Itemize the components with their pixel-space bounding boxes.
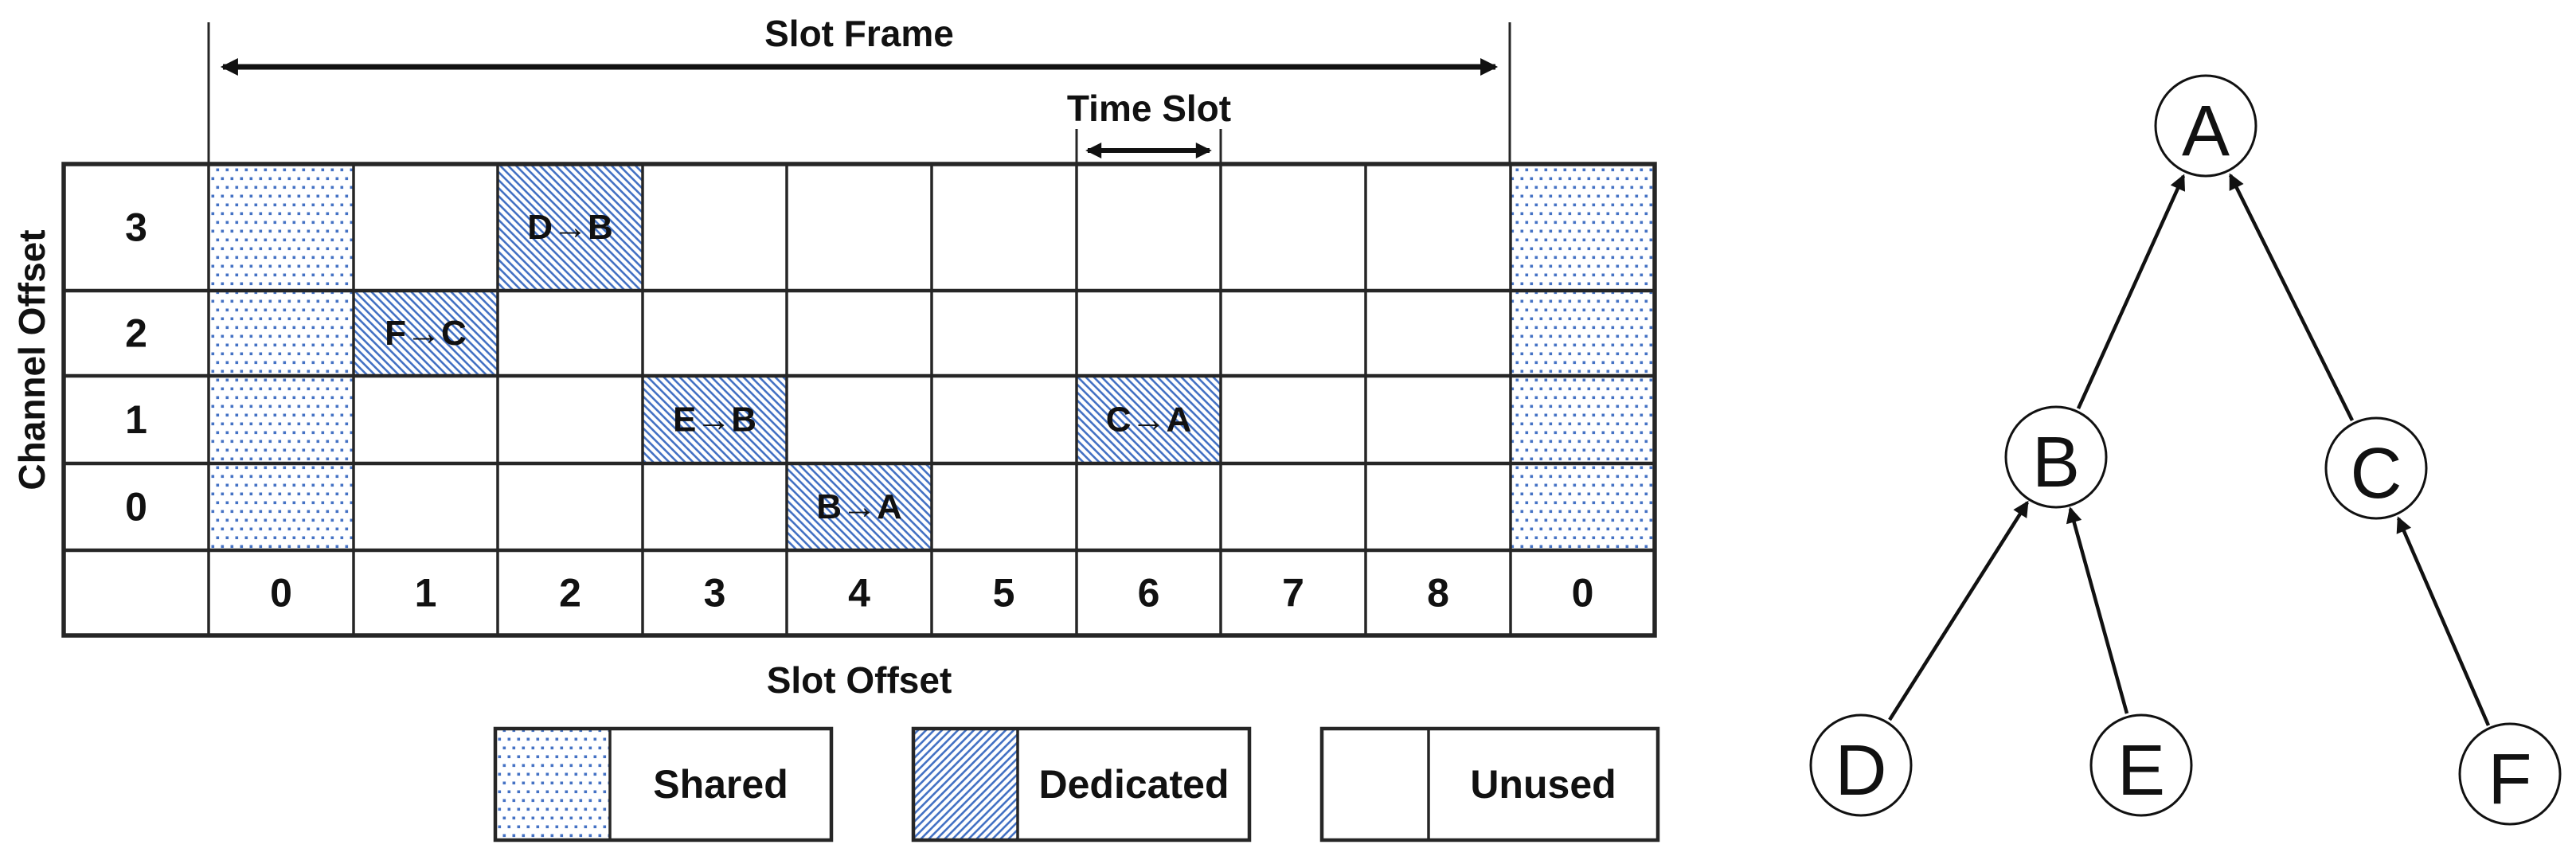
dedicated-cell-label: F→C <box>385 314 467 353</box>
dedicated-cell-label: E→B <box>673 401 756 440</box>
dedicated-cell-f-to-c: F→C <box>354 291 498 376</box>
tree-node-circle <box>2089 713 2193 817</box>
legend-unused-box <box>1319 726 1660 842</box>
tree-node-a: A <box>2154 74 2257 178</box>
slot-offset-label-7: 7 <box>1282 571 1304 616</box>
tree-node-f: F <box>2458 722 2562 826</box>
legend-dedicated-swatch <box>913 729 1018 840</box>
legend-dedicated-label: Dedicated <box>1039 762 1229 807</box>
tree-edge-b-to-a <box>2076 174 2186 409</box>
dedicated-cell-rect <box>354 291 498 376</box>
slot-offset-axis-label: Slot Offset <box>767 659 952 701</box>
dedicated-cell-label: D→B <box>527 208 613 247</box>
legend-item-dedicated: Dedicated <box>911 726 1252 842</box>
channel-offset-label-1: 1 <box>125 397 147 442</box>
slot-offset-label-3: 3 <box>704 571 726 616</box>
tree-node-circle <box>2154 74 2257 178</box>
tree-node-circle <box>2324 416 2428 520</box>
shared-column-last <box>1511 164 1655 550</box>
tree-edge-f-to-c <box>2396 516 2491 726</box>
slot-offset-label-2: 2 <box>559 571 581 616</box>
tree-node-label: E <box>2117 731 2165 811</box>
slot-offset-label-5: 5 <box>993 571 1015 616</box>
tree-node-b: B <box>2004 405 2108 509</box>
routing-tree: A B C D E F <box>1809 74 2562 826</box>
dedicated-cell-rect <box>1077 376 1221 463</box>
legend-item-shared: Shared <box>493 726 834 842</box>
dedicated-cell-rect <box>498 164 643 291</box>
dedicated-cell-label: C→A <box>1106 401 1192 440</box>
legend-item-unused: Unused <box>1319 726 1660 842</box>
time-slot-label: Time Slot <box>1067 88 1231 129</box>
legend-unused-label: Unused <box>1470 762 1616 807</box>
slot-frame-annotation: Slot Frame <box>207 13 1511 164</box>
legend-shared-label: Shared <box>653 762 788 807</box>
dedicated-cell-b-to-a: B→A <box>787 463 932 550</box>
tree-node-circle <box>1809 713 1913 817</box>
slot-offset-label-4: 4 <box>848 571 870 616</box>
slot-offset-number-row: 0 1 2 3 4 5 6 7 8 0 <box>270 571 1593 616</box>
legend: Shared Dedicated Unused <box>493 726 1660 842</box>
channel-offset-axis-label: Channel Offset <box>11 229 53 490</box>
tree-node-label: A <box>2182 92 2230 171</box>
tree-node-label: C <box>2351 434 2402 514</box>
channel-offset-label-3: 3 <box>125 205 147 250</box>
channel-offset-label-2: 2 <box>125 311 147 356</box>
tree-node-c: C <box>2324 416 2428 520</box>
legend-dedicated-box <box>911 726 1252 842</box>
grid-row-lines <box>64 288 1655 553</box>
dedicated-cell-d-to-b: D→B <box>498 164 643 291</box>
tree-edges <box>1888 173 2491 726</box>
slot-offset-label-8: 8 <box>1427 571 1449 616</box>
schedule-grid: D→B F→C E→B C→A B→A <box>61 162 1657 638</box>
tree-node-label: D <box>1835 731 1887 811</box>
legend-shared-box <box>493 726 834 842</box>
dedicated-cell-rect <box>643 376 787 463</box>
grid-outer-border <box>61 162 1657 638</box>
tree-edge-e-to-b <box>2066 506 2129 714</box>
dedicated-cell-c-to-a: C→A <box>1077 376 1221 463</box>
channel-offset-label-0: 0 <box>125 485 147 530</box>
tree-node-label: B <box>2032 423 2080 502</box>
tree-node-d: D <box>1809 713 1913 817</box>
dedicated-cell-rect <box>787 463 932 550</box>
legend-shared-swatch <box>495 729 610 840</box>
shared-column-first <box>209 164 354 550</box>
time-slot-annotation: Time Slot <box>1067 88 1231 164</box>
slot-offset-label-6: 6 <box>1138 571 1160 616</box>
grid-column-lines <box>207 164 1512 635</box>
dedicated-cell-label: B→A <box>816 487 902 526</box>
channel-offset-row-labels: 3 2 1 0 <box>125 205 147 530</box>
tree-node-e: E <box>2089 713 2193 817</box>
slot-frame-label: Slot Frame <box>764 13 954 54</box>
tree-node-circle <box>2004 405 2108 509</box>
tree-edge-c-to-a <box>2228 173 2355 422</box>
tree-edge-d-to-b <box>1888 500 2029 721</box>
slot-offset-label-0-wrap: 0 <box>1572 571 1594 616</box>
tree-node-circle <box>2458 722 2562 826</box>
dedicated-cell-e-to-b: E→B <box>643 376 787 463</box>
tree-node-label: F <box>2488 740 2532 819</box>
slot-offset-label-0: 0 <box>270 571 292 616</box>
slot-offset-label-1: 1 <box>415 571 437 616</box>
